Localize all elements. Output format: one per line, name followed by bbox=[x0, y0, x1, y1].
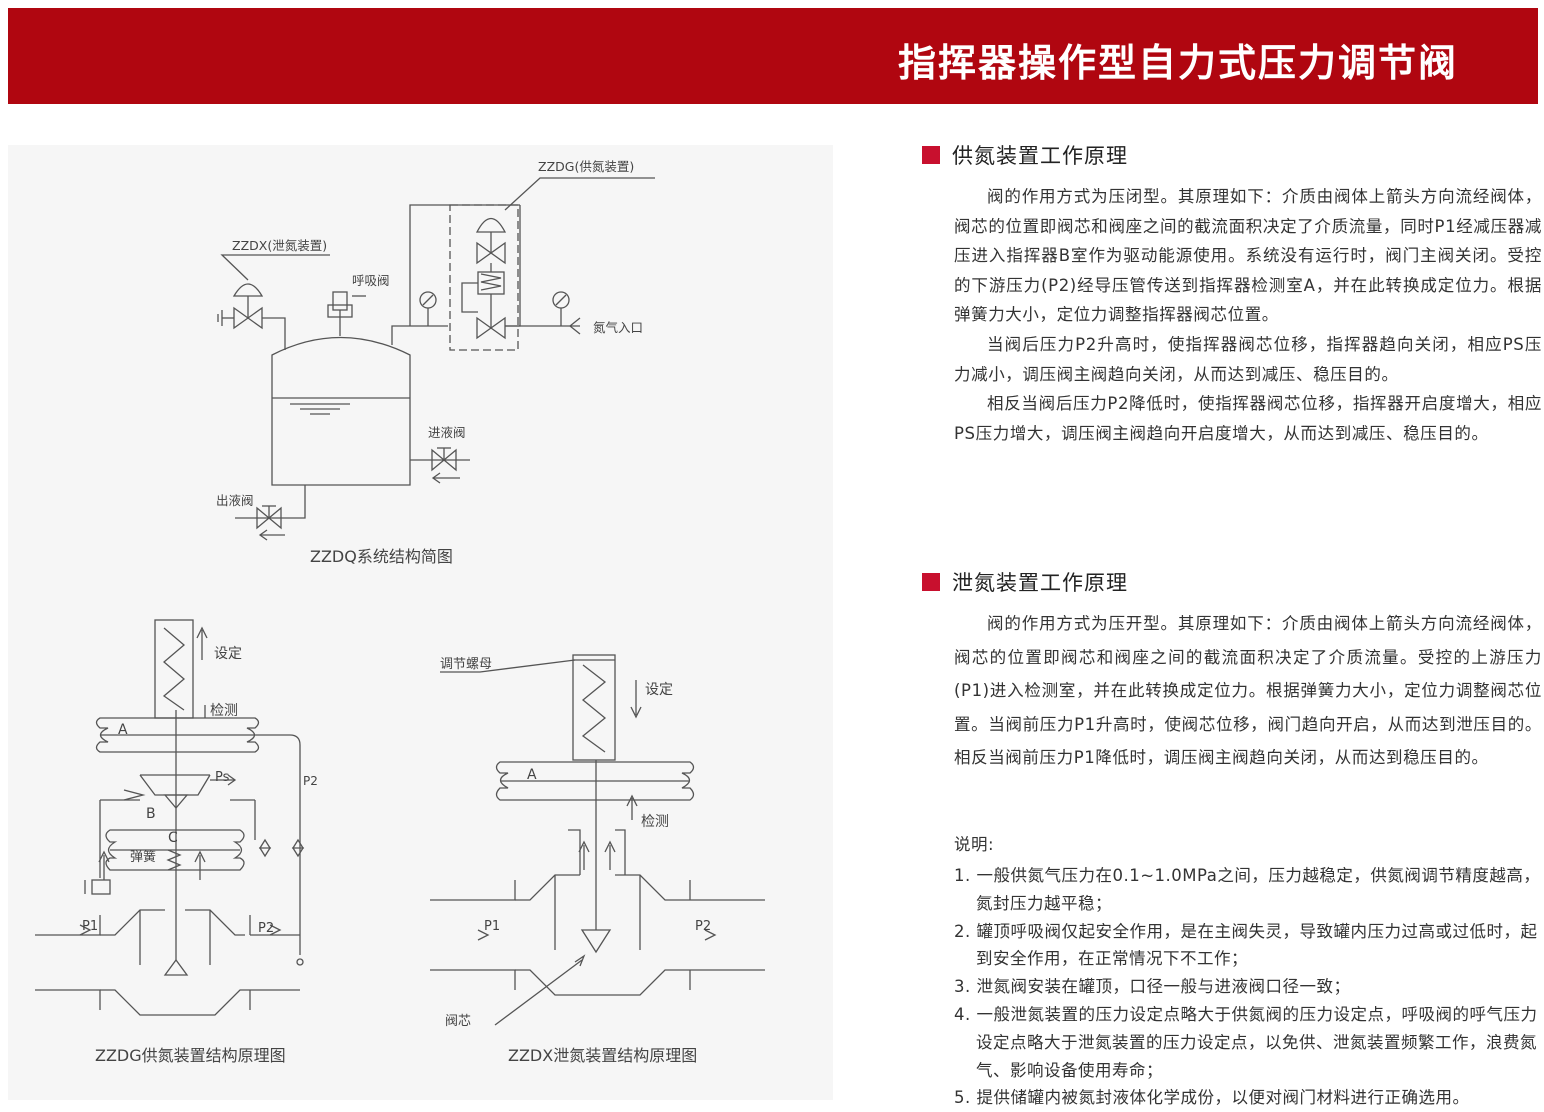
label-a-x: A bbox=[527, 767, 537, 783]
supply-paragraph-3: 相反当阀后压力P2降低时，使指挥器阀芯位移，指挥器开启度增大，相应PS压力增大，… bbox=[954, 394, 1542, 443]
supply-section: 供氮装置工作原理 阀的作用方式为压闭型。其原理如下：介质由阀体上箭头方向流经阀体… bbox=[922, 140, 1542, 448]
label-nut: 调节螺母 bbox=[440, 657, 492, 672]
label-outlet-valve: 出液阀 bbox=[216, 493, 254, 508]
label-inlet-valve: 进液阀 bbox=[428, 425, 466, 440]
label-spring: 弹簧 bbox=[130, 849, 156, 865]
notes: 说明: 1. 一般供氮气压力在0.1~1.0MPa之间，压力越稳定，供氮阀调节精… bbox=[954, 832, 1544, 1112]
tank bbox=[271, 336, 411, 486]
label-c: C bbox=[168, 830, 178, 846]
label-core: 阀芯 bbox=[445, 1014, 471, 1029]
relief-title: 泄氮装置工作原理 bbox=[952, 571, 1128, 595]
label-b: B bbox=[146, 806, 156, 822]
label-breather: 呼吸阀 bbox=[352, 273, 390, 288]
label-p2-side: P2 bbox=[303, 774, 318, 788]
label-ps: Ps bbox=[215, 770, 230, 785]
supply-paragraph-2: 当阀后压力P2升高时，使指挥器阀芯位移，指挥器趋向关闭，相应PS压力减小，调压阀… bbox=[954, 334, 1542, 384]
bullet-square bbox=[922, 146, 940, 164]
label-p2-x: P2 bbox=[695, 919, 711, 934]
label-detect-x: 检测 bbox=[641, 814, 669, 830]
label-nitrogen-inlet: 氮气入口 bbox=[593, 320, 643, 335]
label-set: 设定 bbox=[214, 646, 242, 662]
bullet-square bbox=[922, 573, 940, 591]
caption-zzdx: ZZDX泄氮装置结构原理图 bbox=[508, 1046, 697, 1065]
supply-heading: 供氮装置工作原理 bbox=[922, 140, 1542, 170]
diagrams-svg: ZZDG(供氮装置) ZZDX(泄氮装置) 呼吸阀 氮气入口 进液阀 出液阀 Z… bbox=[35, 159, 765, 1065]
relief-paragraph: 阀的作用方式为压开型。其原理如下：介质由阀体上箭头方向流经阀体，阀芯的位置即阀芯… bbox=[954, 614, 1542, 768]
relief-section: 泄氮装置工作原理 阀的作用方式为压开型。其原理如下：介质由阀体上箭头方向流经阀体… bbox=[922, 567, 1542, 775]
note-item: 5. 提供储罐内被氮封液体化学成份，以便对阀门材料进行正确选用。 bbox=[954, 1088, 1470, 1108]
label-p1-x: P1 bbox=[484, 919, 500, 934]
note-item: 4. 一般泄氮装置的压力设定点略大于供氮阀的压力设定点，呼吸阀的呼气压力设定点略… bbox=[954, 1004, 1538, 1080]
label-detect: 检测 bbox=[210, 703, 238, 719]
note-item: 3. 泄氮阀安装在罐顶，口径一般与进液阀口径一致； bbox=[954, 977, 1351, 997]
label-zzdx: ZZDX(泄氮装置) bbox=[232, 238, 327, 253]
label-set-x: 设定 bbox=[645, 682, 673, 698]
supply-title: 供氮装置工作原理 bbox=[952, 144, 1128, 168]
header-banner: 指挥器操作型自力式压力调节阀 bbox=[8, 8, 1538, 104]
label-p2: P2 bbox=[258, 921, 274, 936]
label-a: A bbox=[118, 722, 128, 738]
note-item: 1. 一般供氮气压力在0.1~1.0MPa之间，压力越稳定，供氮阀调节精度越高，… bbox=[954, 866, 1541, 913]
label-p1: P1 bbox=[82, 919, 98, 934]
notes-title: 说明: bbox=[954, 835, 995, 854]
page-title: 指挥器操作型自力式压力调节阀 bbox=[897, 41, 1458, 85]
caption-zzdg: ZZDG供氮装置结构原理图 bbox=[95, 1046, 286, 1065]
supply-paragraph-1: 阀的作用方式为压闭型。其原理如下：介质由阀体上箭头方向流经阀体，阀芯的位置即阀芯… bbox=[954, 187, 1542, 325]
caption-system: ZZDQ系统结构简图 bbox=[310, 547, 453, 566]
relief-heading: 泄氮装置工作原理 bbox=[922, 567, 1542, 597]
label-zzdg: ZZDG(供氮装置) bbox=[538, 159, 634, 174]
note-item: 2. 罐顶呼吸阀仅起安全作用，是在主阀失灵，导致罐内压力过高或过低时，起到安全作… bbox=[954, 921, 1538, 969]
